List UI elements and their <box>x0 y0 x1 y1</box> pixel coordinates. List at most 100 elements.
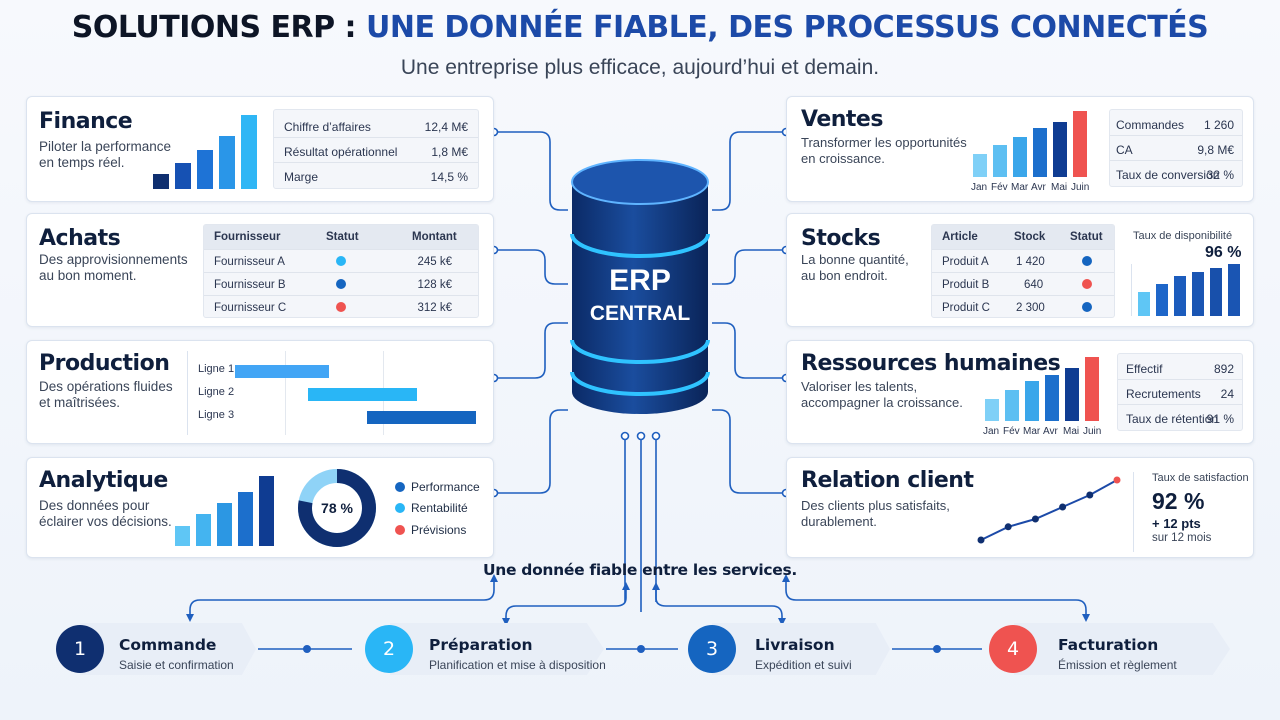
bar <box>1025 381 1039 421</box>
trend-point <box>1113 476 1121 484</box>
bar <box>217 503 232 546</box>
trend-point <box>1004 523 1012 531</box>
stocks-kpi-value: 96 % <box>1205 244 1242 261</box>
client-card: Relation client Des clients plus satisfa… <box>786 457 1254 558</box>
title-prefix: SOLUTIONS ERP : <box>71 10 366 45</box>
flow-arrow-mid-right <box>655 588 783 620</box>
connector-finance <box>494 131 568 211</box>
analytique-donut-chart: 78 % <box>298 469 376 547</box>
step-title: Facturation <box>1058 636 1159 654</box>
title-highlight: UNE DONNÉE FIABLE, DES PROCESSUS CONNECT… <box>366 10 1209 45</box>
stocks-card: Stocks La bonne quantité,au bon endroit.… <box>786 213 1254 327</box>
status-dot <box>1082 279 1092 289</box>
connector-production <box>494 322 568 379</box>
month-label: Jan <box>983 426 1000 437</box>
bar <box>175 525 190 546</box>
bar <box>1138 292 1150 316</box>
connector-stocks <box>712 249 786 285</box>
bar <box>1210 268 1222 316</box>
month-label: Jan <box>971 182 988 193</box>
bar <box>1033 128 1047 177</box>
step-preparation <box>390 623 604 675</box>
month-label: Avr <box>1031 182 1046 193</box>
client-title: Relation client <box>801 468 974 493</box>
bar <box>238 491 253 546</box>
status-dot <box>336 256 346 266</box>
donut-value-arc <box>298 469 376 547</box>
bar <box>196 514 211 546</box>
step-subtitle: Émission et règlement <box>1058 658 1177 672</box>
rh-card: Ressources humaines Valoriser les talent… <box>786 340 1254 444</box>
step-title: Livraison <box>755 636 835 654</box>
step-title: Préparation <box>429 636 533 654</box>
bar <box>1228 264 1240 316</box>
step-title: Commande <box>119 636 217 654</box>
month-label: Juin <box>1083 426 1102 437</box>
month-label: Mai <box>1063 426 1080 437</box>
analytique-legend: Performance Rentabilité Prévisions <box>395 480 485 550</box>
trend-point <box>1086 491 1094 499</box>
trend-line <box>980 479 1118 541</box>
month-label: Avr <box>1043 426 1058 437</box>
flow-arrow-right <box>785 580 1087 616</box>
trend-point <box>977 536 985 544</box>
client-kpi-period: sur 12 mois <box>1152 532 1212 544</box>
bar <box>1065 368 1079 421</box>
trend-point <box>1059 503 1067 511</box>
step-number-2: 2 <box>365 625 413 673</box>
client-kpi-value: 92 % <box>1152 488 1205 514</box>
donut-label: 78 % <box>321 500 353 516</box>
client-kpi: Taux de satisfaction 92 % + 12 pts sur 1… <box>1133 472 1249 552</box>
analytique-bar-chart <box>175 476 285 546</box>
gantt-gridline <box>285 351 287 435</box>
erp-label-line1: ERP <box>609 264 671 297</box>
bar <box>973 153 987 177</box>
bar <box>1073 111 1087 177</box>
finance-bar-chart <box>153 115 263 189</box>
step-subtitle: Saisie et confirmation <box>119 658 234 672</box>
step-number-4: 4 <box>989 625 1037 673</box>
bar <box>197 149 213 189</box>
connector-rh <box>712 322 786 379</box>
client-kpi-label: Taux de satisfaction <box>1152 472 1249 484</box>
bar <box>153 173 169 189</box>
bar <box>259 476 274 546</box>
bar <box>219 135 235 189</box>
analytique-title: Analytique <box>39 468 168 493</box>
bar <box>1013 136 1027 177</box>
page-subtitle: Une entreprise plus efficace, aujourd’hu… <box>400 56 880 79</box>
flow-arrow-left <box>189 580 495 616</box>
client-kpi-delta: + 12 pts <box>1152 516 1201 531</box>
month-label: Fév <box>1003 426 1020 437</box>
rh-title: Ressources humaines <box>801 351 1061 376</box>
bar <box>1045 374 1059 421</box>
stocks-bar-chart <box>1131 264 1241 316</box>
step-number-1: 1 <box>56 625 104 673</box>
status-dot <box>336 279 346 289</box>
month-label: Mai <box>1051 182 1068 193</box>
gantt-line-label: Ligne 3 <box>198 409 235 421</box>
page-title: SOLUTIONS ERP : UNE DONNÉE FIABLE, DES P… <box>0 10 1280 45</box>
client-desc: Des clients plus satisfaits,durablement. <box>801 498 950 529</box>
